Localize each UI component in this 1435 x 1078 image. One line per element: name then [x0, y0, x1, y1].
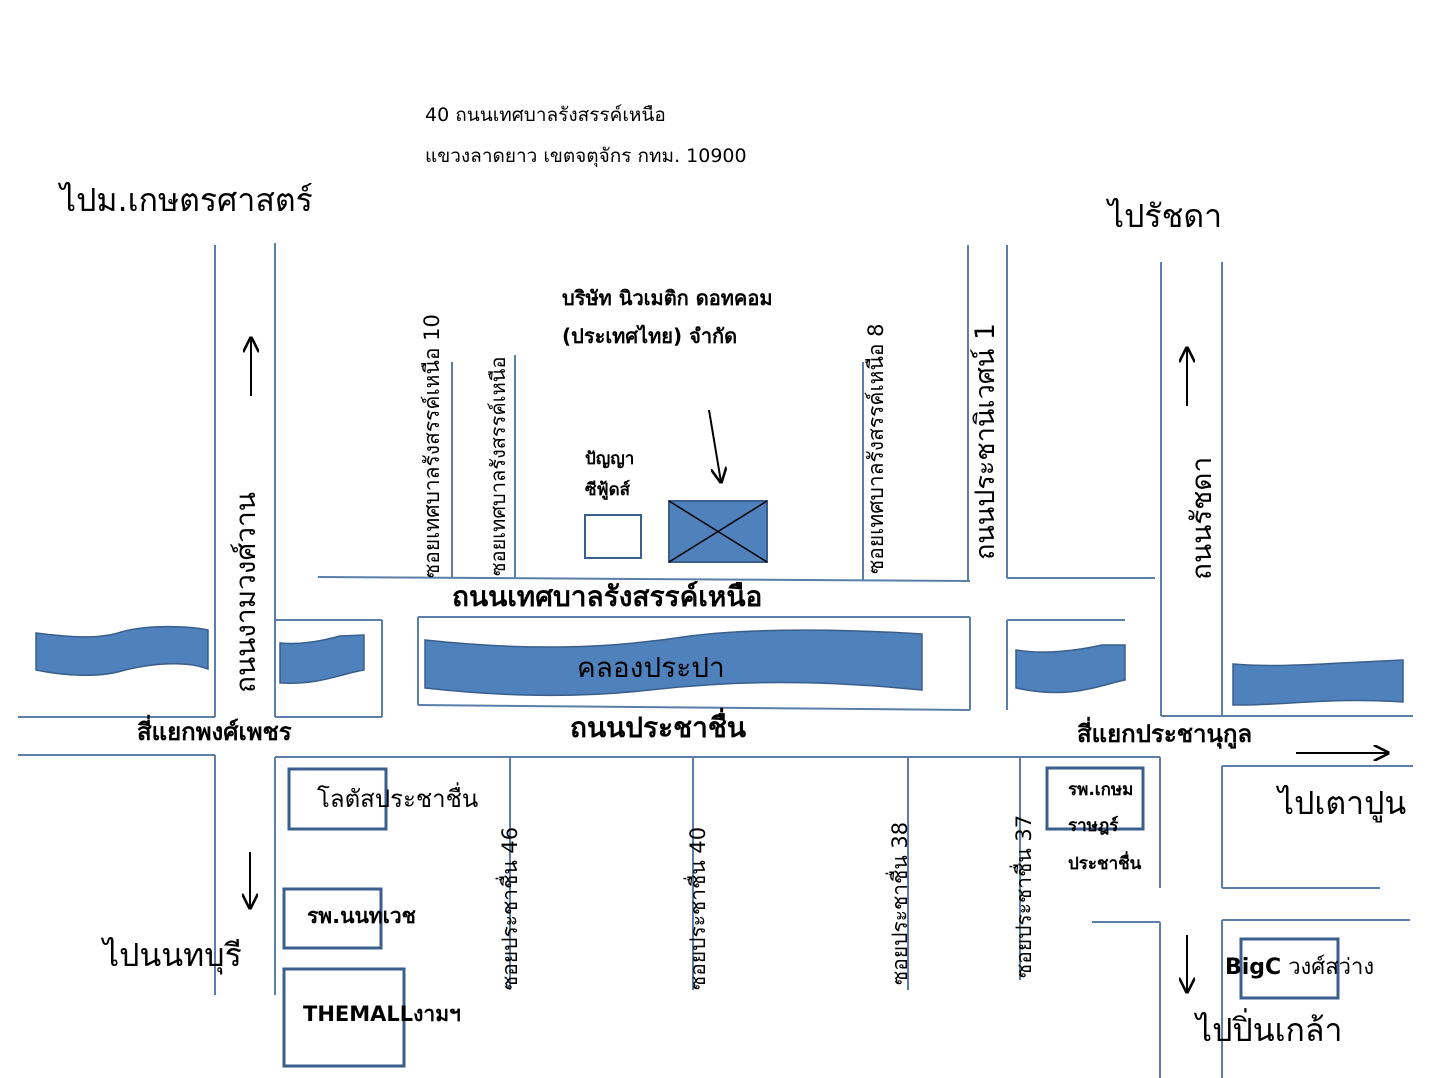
road-label-ratchada: ถนนรัชดา	[1185, 456, 1218, 580]
canal-label: คลองประปา	[577, 651, 725, 684]
destination-pinklao: ไปปิ่นเกล้า	[1196, 1011, 1343, 1049]
seafood-building	[584, 514, 642, 559]
seafood-label-line-1: ปัญญา	[585, 449, 635, 469]
road-label-ngamwongwan: ถนนงามวงศ์วาน	[229, 492, 262, 693]
road-lines	[18, 243, 1413, 1078]
destination-taopoon: ไปเตาปูน	[1278, 784, 1407, 822]
landmark-boxes	[282, 766, 1340, 1068]
intersection-prachanukul: สี่แยกประชานุกูล	[1077, 720, 1253, 748]
road-label-soi-prachachuen-38: ซอยประชาชื่น 38	[888, 821, 912, 985]
address-line-1: 40 ถนนเทศบาลรังสรรค์เหนือ	[425, 104, 666, 126]
road-label-soi-prachachuen-37: ซอยประชาชื่น 37	[1012, 814, 1036, 978]
landmark-kasemrad-line-3: ประชาชื่น	[1068, 854, 1142, 874]
company-name-line-1: บริษัท นิวเมติก ดอทคอม	[562, 286, 773, 310]
landmark-nonthavej: รพ.นนทเวช	[307, 904, 416, 928]
company-name-line-2: (ประเทศไทย) จำกัด	[562, 324, 738, 348]
road-label-soi-thesaban-10: ซอยเทศบาลรังสรรค์เหนือ 10	[420, 314, 444, 578]
road-label-soi-prachachuen-46: ซอยประชาชื่น 46	[498, 826, 522, 990]
bigc-branch: วงศ์สว่าง	[1281, 955, 1375, 980]
company-building-icon	[668, 500, 768, 563]
destination-ratchada: ไปรัชดา	[1108, 197, 1223, 235]
road-label-prachaniwet-1: ถนนประชานิเวศน์ 1	[970, 322, 1001, 560]
address-line-2: แขวงลาดยาว เขตจตุจักร กทม. 10900	[425, 145, 747, 167]
bigc-brand: BigC	[1225, 955, 1282, 980]
landmark-lotus: โลตัสประชาชื่น	[317, 785, 479, 813]
canal-segments	[35, 625, 1404, 706]
road-label-soi-prachachuen-40: ซอยประชาชื่น 40	[686, 826, 710, 990]
destination-nonthaburi: ไปนนทบุรี	[103, 936, 242, 974]
landmark-themall: THEMALLงามฯ	[303, 1002, 461, 1026]
road-label-thesaban-north: ถนนเทศบาลรังสรรค์เหนือ	[452, 580, 763, 613]
intersection-pongphet: สี่แยกพงศ์เพชร	[137, 718, 292, 746]
road-label-soi-thesaban: ซอยเทศบาลรังสรรค์เหนือ	[486, 356, 510, 576]
landmark-bigc: BigC วงศ์สว่าง	[1225, 957, 1374, 979]
road-label-prachachuen: ถนนประชาชื่น	[570, 711, 746, 744]
direction-arrows	[250, 338, 1388, 992]
landmark-kasemrad-line-1: รพ.เกษม	[1068, 780, 1134, 800]
destination-kasetsart: ไปม.เกษตรศาสตร์	[60, 181, 313, 219]
road-label-soi-thesaban-8: ซอยเทศบาลรังสรรค์เหนือ 8	[864, 323, 888, 575]
seafood-label-line-2: ซีฟู้ดส์	[585, 480, 630, 500]
landmark-kasemrad-line-2: ราษฎร์	[1068, 816, 1119, 836]
